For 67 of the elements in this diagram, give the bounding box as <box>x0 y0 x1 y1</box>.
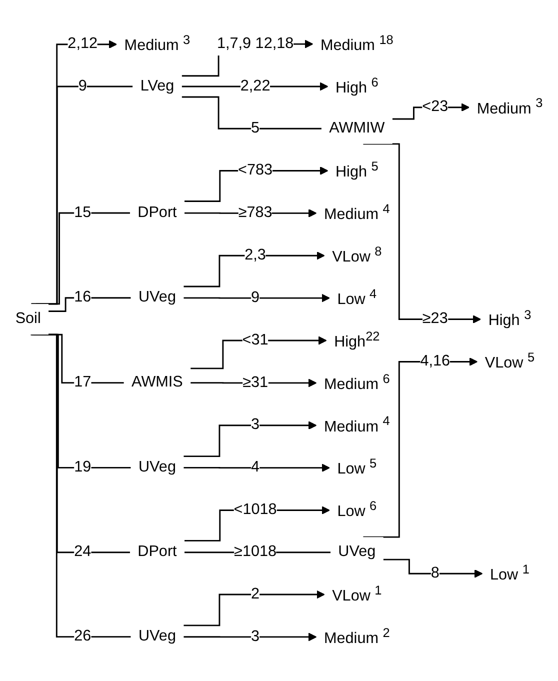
node-text: Medium $^{18}$ <box>320 32 394 54</box>
edge-label: <1018 <box>234 502 277 518</box>
edge-label: ≥31 <box>242 374 268 391</box>
node-text: LVeg <box>140 78 174 94</box>
connector <box>32 86 133 305</box>
node-text: Low $^{5}$ <box>337 456 377 478</box>
node-text: Low $^{1}$ <box>490 562 530 584</box>
node-text: Low $^{4}$ <box>337 286 377 308</box>
edge-label: 4,16 <box>420 353 450 370</box>
edge-label: 8 <box>430 565 440 582</box>
node-text: Medium $^{4}$ <box>324 414 390 436</box>
edge-label: 9 <box>78 78 87 94</box>
connector <box>36 212 130 305</box>
edge-label: 5 <box>251 120 260 136</box>
node-text: Low $^{6}$ <box>337 498 377 520</box>
node-text: AWMIS <box>132 374 183 390</box>
arrow <box>184 464 330 472</box>
edge-label: <783 <box>238 162 273 178</box>
connector <box>182 96 322 130</box>
edge-label: ≥783 <box>238 204 272 221</box>
edge-label: 15 <box>74 204 92 221</box>
arrow <box>363 358 478 538</box>
arrow <box>383 558 483 578</box>
node-text: Medium $^{2}$ <box>324 625 390 647</box>
arrow <box>363 143 482 324</box>
node-text: High $^{3}$ <box>488 308 532 330</box>
node-text: Medium $^{6}$ <box>324 371 390 393</box>
node-text: High $^{5}$ <box>335 159 378 180</box>
node-text: Medium $^{3}$ <box>124 32 190 54</box>
node-text: VLow $^{1}$ <box>332 582 382 604</box>
node-text: DPort <box>138 204 177 221</box>
edge-label: 3 <box>251 628 260 645</box>
edge-label: <23 <box>422 98 448 116</box>
arrow <box>184 294 330 302</box>
node-text: DPort <box>138 544 177 560</box>
node-text: High $^{6}$ <box>335 74 378 96</box>
edge-label: <31 <box>242 332 268 348</box>
edge-label: 1,7,9 12,18 <box>216 35 294 52</box>
node-text: VLow $^{8}$ <box>332 244 382 266</box>
edge-label: 17 <box>74 374 92 390</box>
edge-label: 16 <box>74 289 92 306</box>
arrow <box>31 40 118 305</box>
edge-label: 2 <box>251 586 260 602</box>
edge-label: 2,3 <box>244 247 266 264</box>
node-text: Medium $^{4}$ <box>324 202 390 223</box>
edge-label: 9 <box>251 289 260 306</box>
arrow <box>184 251 325 288</box>
edge-label: 19 <box>74 459 92 476</box>
edge-label: 26 <box>74 628 92 644</box>
node-text: UVeg <box>138 289 176 306</box>
edge-label: 24 <box>74 544 92 560</box>
node-text: UVeg <box>138 628 176 644</box>
node-text: High$^{22}$ <box>334 328 380 350</box>
node-text: UVeg <box>138 459 176 476</box>
arrow <box>184 632 317 642</box>
edge-label: 2,12 <box>68 36 98 52</box>
edge-label: 3 <box>251 416 260 434</box>
edge-label: 4 <box>251 459 260 476</box>
edge-label: 2,22 <box>240 78 270 94</box>
connector <box>48 297 131 312</box>
edge-label: ≥1018 <box>234 544 277 560</box>
arrow <box>184 421 317 457</box>
connector <box>30 334 131 638</box>
node-text: VLow $^{5}$ <box>484 350 535 372</box>
arrow <box>184 590 325 626</box>
node-text: Medium $^{3}$ <box>476 96 543 118</box>
edge-label: ≥23 <box>422 310 448 327</box>
